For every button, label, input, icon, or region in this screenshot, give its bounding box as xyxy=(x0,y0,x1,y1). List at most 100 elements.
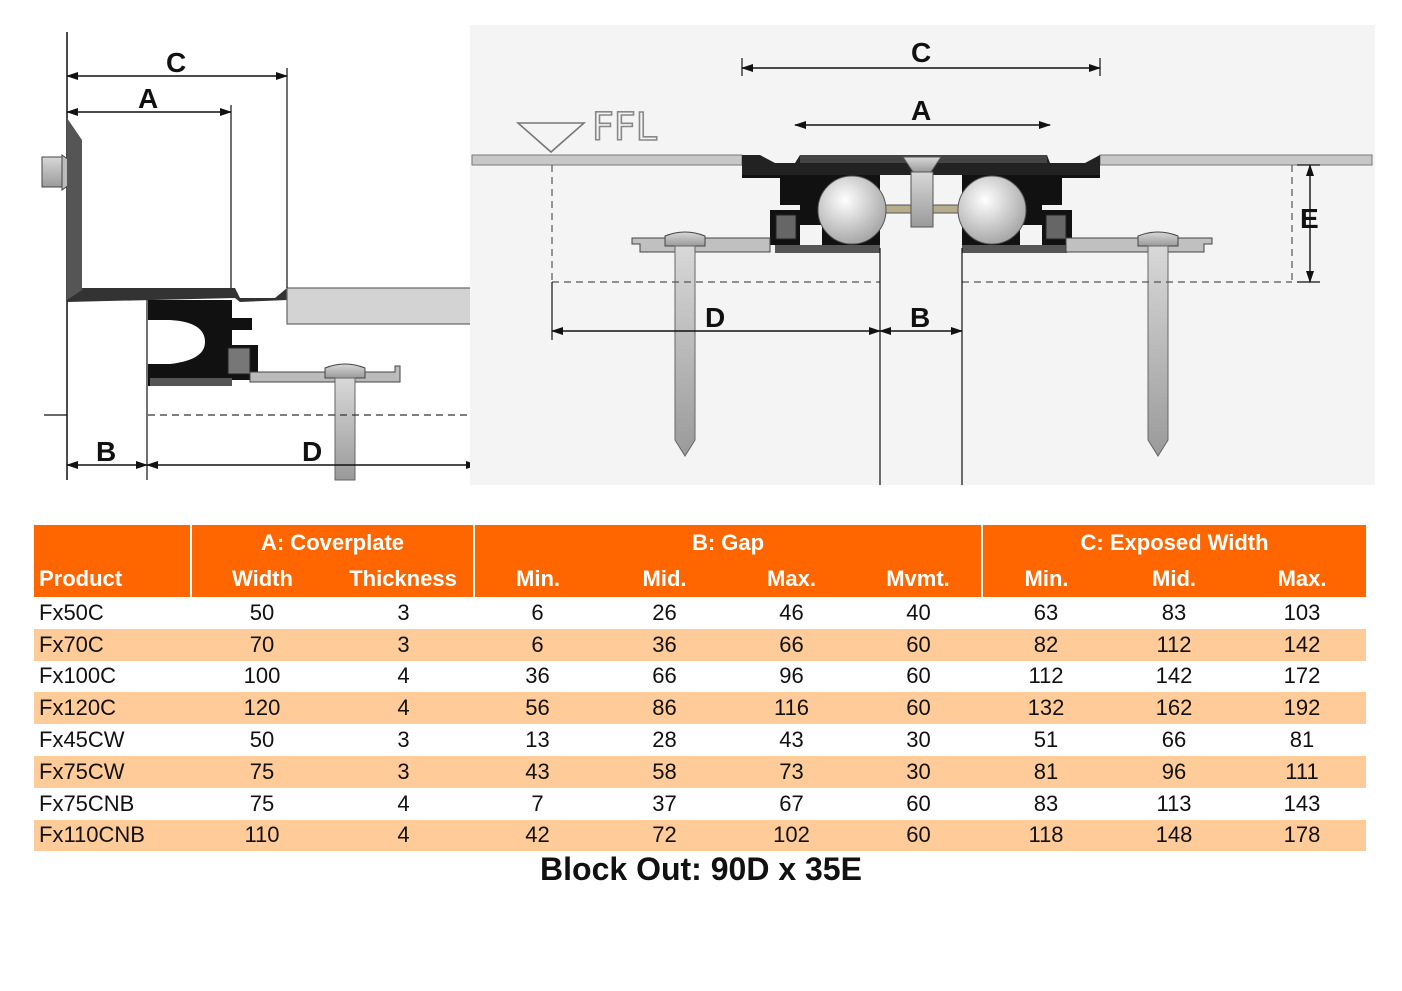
cell: 178 xyxy=(1238,819,1367,852)
cell: 3 xyxy=(397,727,410,753)
cell: 4 xyxy=(333,819,475,852)
cell: 103 xyxy=(1283,599,1321,625)
cell: 60 xyxy=(906,790,931,816)
cell: 100 xyxy=(243,663,281,689)
cell: 3 xyxy=(333,628,475,661)
cell: 66 xyxy=(728,628,856,661)
cell: 66 xyxy=(652,663,677,689)
cell: 75 xyxy=(249,790,275,816)
col-gap-mvmt: Mvmt. xyxy=(855,561,983,597)
col-thickness: Thickness xyxy=(333,561,475,597)
cell: 120 xyxy=(191,692,333,725)
cell: 81 xyxy=(1289,727,1315,753)
cell: 96 xyxy=(1110,755,1239,788)
table-row: Fx120C 120 4 56 86 116 60 132 162 192 xyxy=(34,692,1367,725)
col-exposed-min: Min. xyxy=(981,561,1111,597)
cell: 142 xyxy=(1155,663,1193,689)
right-dim-e: E xyxy=(1300,203,1319,234)
cell: 70 xyxy=(191,628,333,661)
cell: 3 xyxy=(397,599,410,625)
cell: 143 xyxy=(1283,790,1321,816)
cell: 51 xyxy=(1033,727,1059,753)
cell: 63 xyxy=(1033,599,1059,625)
cell: 56 xyxy=(474,692,602,725)
cell: 162 xyxy=(1110,692,1239,725)
cell-product: Fx120C xyxy=(34,692,191,725)
table-row: Fx75CW 75 3 43 58 73 30 81 96 111 xyxy=(34,755,1367,788)
cell: 60 xyxy=(855,692,983,725)
cell: 112 xyxy=(1110,628,1239,661)
cell: 30 xyxy=(906,727,931,753)
cell: 6 xyxy=(474,628,602,661)
cell-product: Fx75CNB xyxy=(39,790,135,816)
cell-product: Fx75CW xyxy=(34,755,191,788)
cell: 67 xyxy=(779,790,804,816)
cell-product: Fx45CW xyxy=(39,727,125,753)
cell: 142 xyxy=(1238,628,1367,661)
left-dim-d: D xyxy=(302,436,322,467)
cell: 118 xyxy=(982,819,1111,852)
group-gap: B: Gap xyxy=(473,525,983,561)
cell: 46 xyxy=(779,599,804,625)
right-dim-c: C xyxy=(911,37,931,68)
cell: 112 xyxy=(1028,663,1064,689)
left-dim-a: A xyxy=(138,83,158,114)
cell: 102 xyxy=(728,819,856,852)
left-dim-b: B xyxy=(96,436,116,467)
col-gap-max: Max. xyxy=(728,561,856,597)
table-row: Fx75CNB 75 4 7 37 67 60 83 113 143 xyxy=(34,788,1366,820)
col-gap-min: Min. xyxy=(473,561,602,597)
right-dim-a: A xyxy=(911,95,931,126)
cell: 43 xyxy=(779,727,804,753)
cell-product: Fx100C xyxy=(39,663,117,689)
header-blank xyxy=(34,525,191,561)
left-detail: C A B D E xyxy=(41,32,536,481)
cell: 26 xyxy=(652,599,677,625)
cell: 36 xyxy=(525,663,550,689)
right-detail: FFL xyxy=(470,25,1375,485)
cell: 81 xyxy=(982,755,1111,788)
cell: 4 xyxy=(333,692,475,725)
cell: 50 xyxy=(249,727,275,753)
col-exposed-mid: Mid. xyxy=(1110,561,1239,597)
cell: 66 xyxy=(1161,727,1187,753)
cell: 82 xyxy=(982,628,1111,661)
cell-product: Fx70C xyxy=(34,628,191,661)
table-row: Fx45CW 50 3 13 28 43 30 51 66 81 xyxy=(34,724,1366,756)
cell-product: Fx50C xyxy=(39,599,104,625)
technical-drawing: C A B D E FFL xyxy=(41,25,1375,485)
cell: 58 xyxy=(601,755,729,788)
table-row: Fx70C 70 3 6 36 66 60 82 112 142 xyxy=(34,628,1367,661)
cell: 3 xyxy=(333,755,475,788)
cell: 7 xyxy=(531,790,544,816)
cell: 4 xyxy=(397,790,410,816)
cell: 37 xyxy=(652,790,677,816)
cell: 40 xyxy=(906,599,931,625)
cell: 36 xyxy=(601,628,729,661)
cell: 132 xyxy=(982,692,1111,725)
cell: 86 xyxy=(601,692,729,725)
col-product: Product xyxy=(34,561,191,597)
cell: 73 xyxy=(728,755,856,788)
cell: 75 xyxy=(191,755,333,788)
table-row: Fx50C 50 3 6 26 46 40 63 83 103 xyxy=(34,597,1366,629)
cell: 192 xyxy=(1238,692,1367,725)
ffl-label: FFL xyxy=(592,105,657,149)
cell: 60 xyxy=(855,628,983,661)
left-dim-c: C xyxy=(166,47,186,78)
table-row: Fx100C 100 4 36 66 96 60 112 142 172 xyxy=(34,661,1366,693)
group-coverplate: A: Coverplate xyxy=(189,525,475,561)
cell: 60 xyxy=(906,663,931,689)
right-dim-b: B xyxy=(910,302,930,333)
cell: 50 xyxy=(249,599,275,625)
cell: 110 xyxy=(191,819,333,852)
cell: 13 xyxy=(525,727,550,753)
col-gap-mid: Mid. xyxy=(601,561,729,597)
right-dim-d: D xyxy=(705,302,725,333)
cell: 30 xyxy=(855,755,983,788)
cell: 113 xyxy=(1156,790,1192,816)
cell: 96 xyxy=(779,663,804,689)
cell-product: Fx110CNB xyxy=(34,819,191,852)
cell: 28 xyxy=(652,727,677,753)
cell: 42 xyxy=(474,819,602,852)
